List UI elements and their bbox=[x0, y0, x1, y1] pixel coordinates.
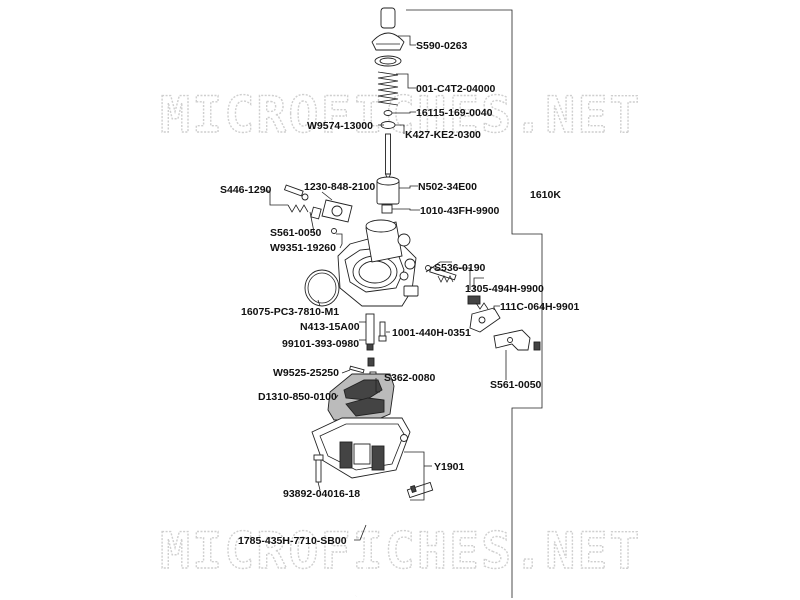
assembly-bracket bbox=[406, 9, 543, 598]
label-s362-0080: S362-0080 bbox=[384, 372, 436, 384]
label-n413-15a00: N413-15A00 bbox=[300, 321, 360, 333]
label-d1310-850-0100: D1310-850-0100 bbox=[258, 391, 337, 403]
throttle-slide-part bbox=[376, 176, 400, 205]
bowl-screw-part bbox=[313, 454, 324, 483]
body-gasket-part bbox=[304, 269, 340, 307]
needle-clip-part bbox=[383, 110, 393, 116]
label-s590-0263: S590-0263 bbox=[416, 40, 468, 52]
label-w9525-25250: W9525-25250 bbox=[273, 367, 339, 379]
main-jet-part bbox=[365, 313, 375, 351]
label-111c-064h-9901: 111C-064H-9901 bbox=[500, 301, 580, 313]
label-s561-0050-left: S561-0050 bbox=[270, 227, 322, 239]
label-1305-494h-9900: 1305-494H-9900 bbox=[465, 283, 544, 295]
idle-screw-part bbox=[425, 265, 457, 283]
throttle-stop-part bbox=[467, 295, 489, 310]
label-16115-169-0040: 16115-169-0040 bbox=[416, 107, 493, 119]
label-001-c4t2-04000: 001-C4T2-04000 bbox=[416, 83, 496, 95]
label-99101-393-0980: 99101-393-0980 bbox=[282, 338, 359, 350]
watermark-top: MICROFICHES.NET bbox=[160, 86, 642, 144]
label-16075-pc3-7810-m1: 16075-PC3-7810-M1 bbox=[241, 306, 339, 318]
slide-valve-part bbox=[381, 204, 393, 214]
choke-holder-part bbox=[321, 199, 353, 223]
air-screw-part bbox=[283, 184, 309, 201]
label-1010-43fh-9900: 1010-43FH-9900 bbox=[420, 205, 500, 217]
label-w9574-13000: W9574-13000 bbox=[307, 120, 373, 132]
label-1230-848-2100: 1230-848-2100 bbox=[304, 181, 375, 193]
carb-body-part bbox=[337, 219, 419, 307]
jet-needle-part bbox=[384, 133, 392, 182]
label-s446-1290: S446-1290 bbox=[220, 184, 272, 196]
assembly-label: 1610K bbox=[530, 189, 561, 201]
drain-screw-part bbox=[406, 481, 434, 499]
label-w9351-19260: W9351-19260 bbox=[270, 242, 336, 254]
label-1785-435h-7710-sb00: 1785-435H-7710-SB00 bbox=[238, 535, 347, 547]
drain-tube-part bbox=[354, 499, 370, 597]
float-part bbox=[327, 373, 395, 421]
watermark-bottom: MICROFICHES.NET bbox=[160, 522, 642, 580]
float-bowl-part bbox=[311, 417, 411, 479]
air-screw-spring-part bbox=[287, 204, 309, 213]
float-pin-part bbox=[349, 365, 365, 374]
label-93892-04016-18: 93892-04016-18 bbox=[283, 488, 360, 500]
leader-lines bbox=[264, 35, 507, 541]
cable-bracket-part bbox=[493, 329, 541, 351]
label-k427-ke2-0300: K427-KE2-0300 bbox=[405, 129, 481, 141]
label-1001-440h-0351: 1001-440H-0351 bbox=[392, 327, 471, 339]
needle-jet-part bbox=[378, 321, 387, 342]
throttle-spring-part bbox=[377, 71, 399, 106]
o-ring-part bbox=[331, 228, 337, 234]
label-n502-34e00: N502-34E00 bbox=[418, 181, 477, 193]
cap-gasket-part bbox=[374, 55, 402, 67]
throttle-lever-part bbox=[469, 307, 501, 333]
label-s561-0050-right: S561-0050 bbox=[490, 379, 542, 391]
label-y1901: Y1901 bbox=[434, 461, 465, 473]
pilot-jet-part bbox=[367, 357, 375, 367]
label-s536-0190: S536-0190 bbox=[434, 262, 486, 274]
carb-cap-part bbox=[371, 7, 405, 51]
choke-gasket-part bbox=[310, 206, 322, 220]
